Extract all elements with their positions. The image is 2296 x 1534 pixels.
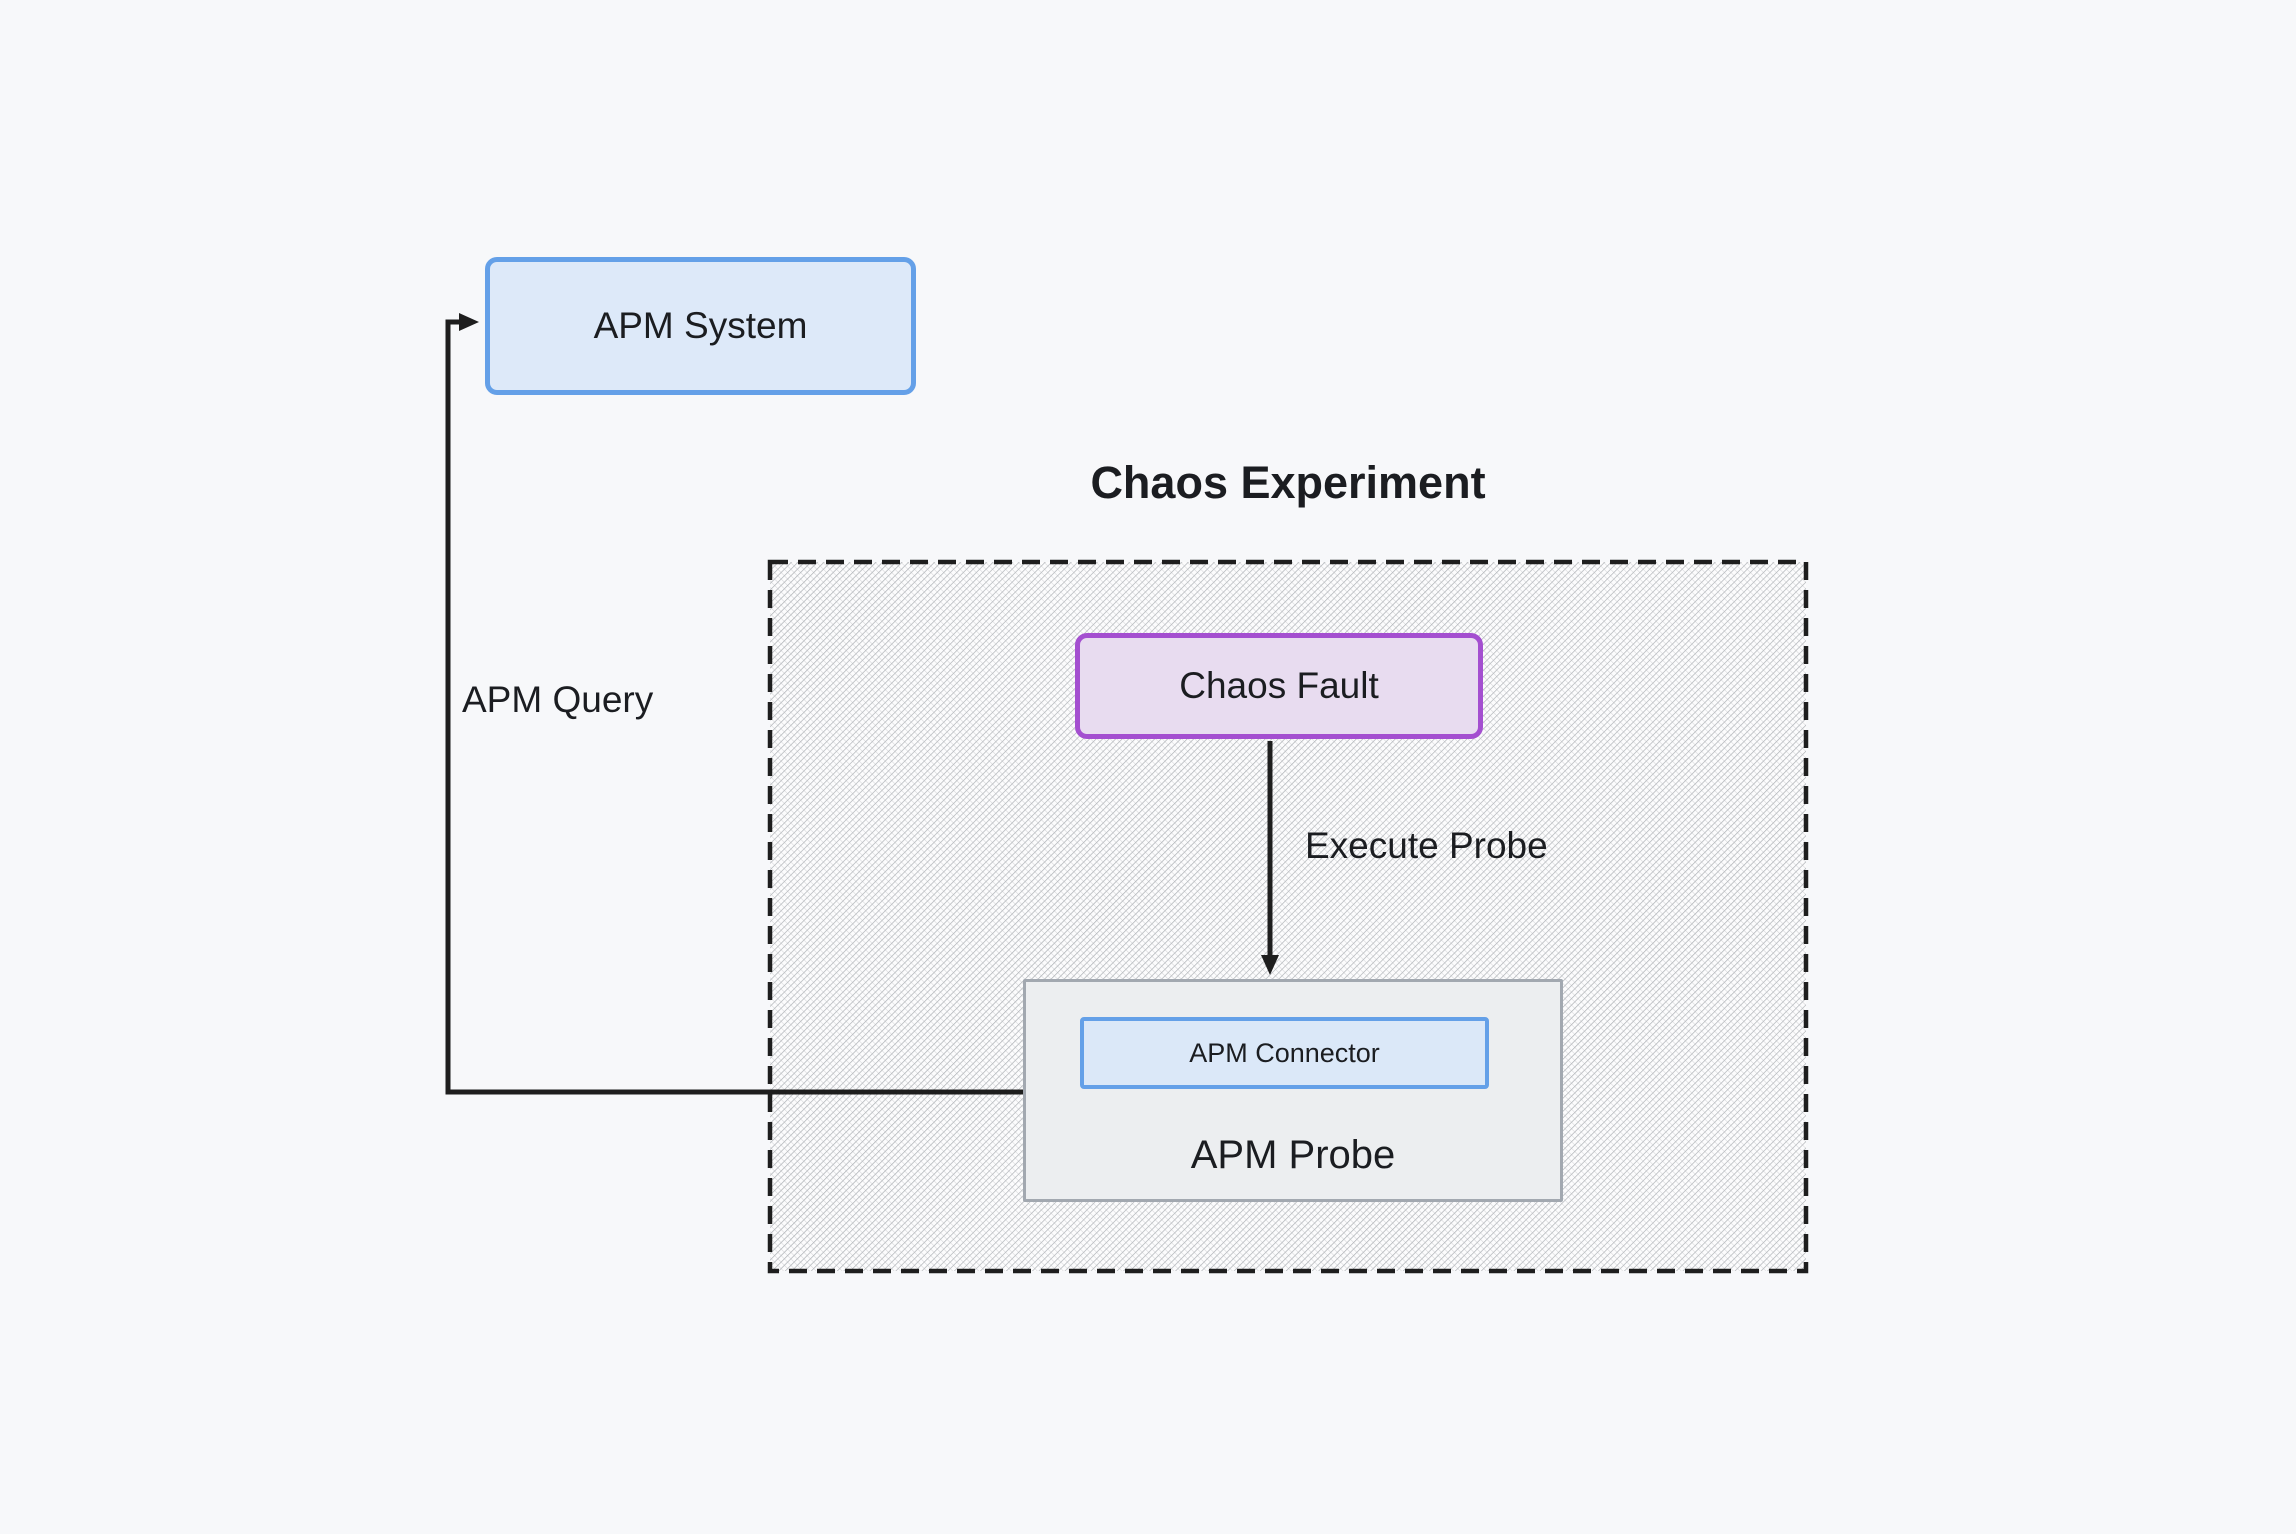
- node-chaos-fault: Chaos Fault: [1075, 633, 1483, 739]
- node-apm-system: APM System: [485, 257, 916, 395]
- apm-connector-label: APM Connector: [1189, 1037, 1380, 1068]
- apm-query-connector: [445, 313, 1023, 1095]
- node-apm-probe: APM Connector APM Probe: [1023, 979, 1563, 1202]
- chaos-fault-label: Chaos Fault: [1179, 665, 1379, 706]
- node-apm-connector: APM Connector: [1080, 1017, 1489, 1089]
- apm-system-label: APM System: [593, 305, 808, 346]
- execute-probe-edge-label: Execute Probe: [1305, 825, 1548, 866]
- apm-probe-label: APM Probe: [1190, 1132, 1396, 1177]
- apm-query-edge-label: APM Query: [462, 679, 654, 720]
- chaos-experiment-title: Chaos Experiment: [1090, 457, 1486, 508]
